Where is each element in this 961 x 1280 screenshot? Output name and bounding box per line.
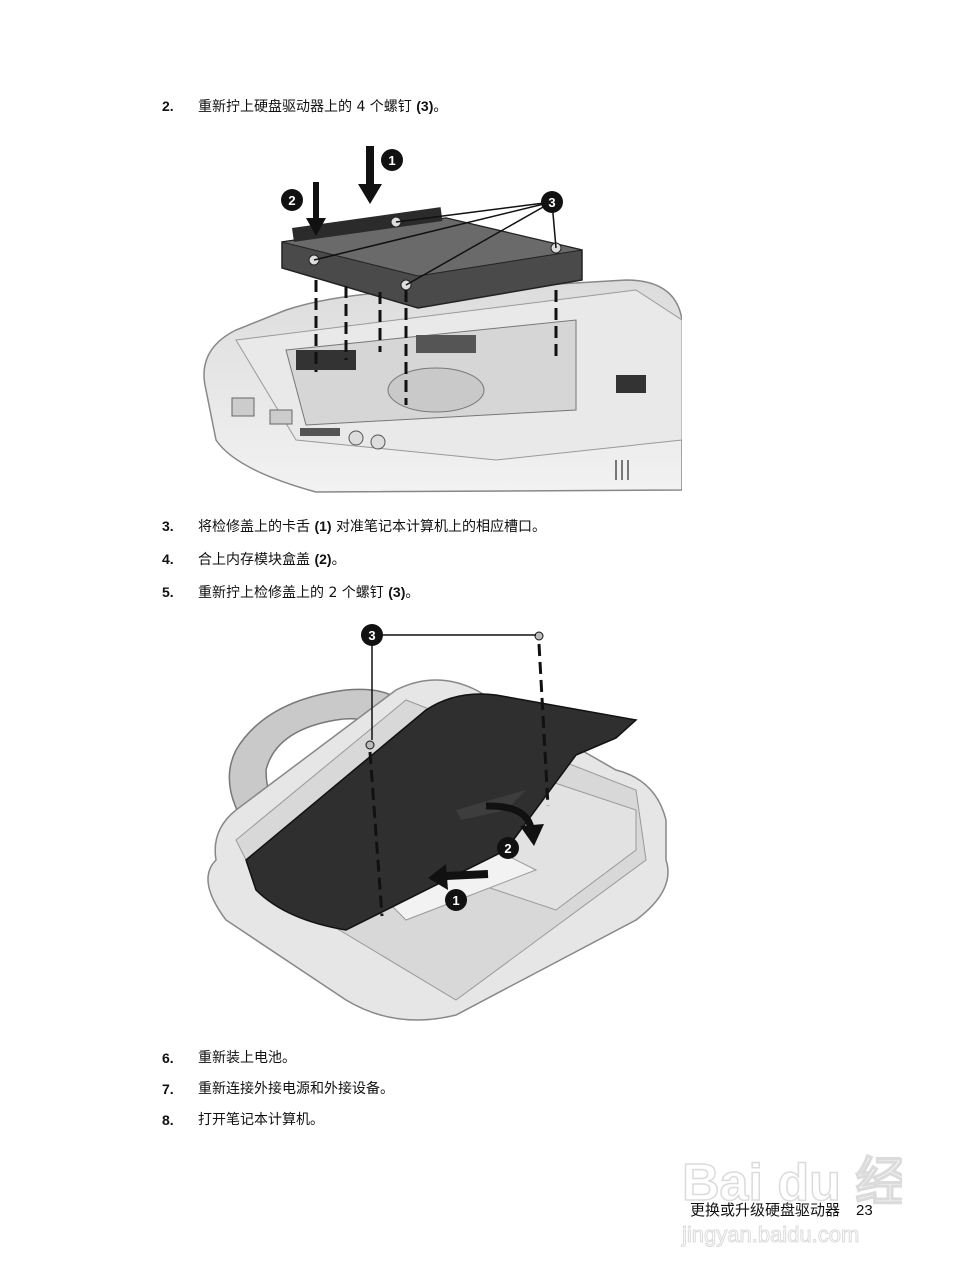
step-number: 7. bbox=[162, 1081, 174, 1097]
svg-text:2: 2 bbox=[288, 193, 295, 208]
step-text: 重新拧上检修盖上的 2 个螺钉 (3)。 bbox=[198, 584, 420, 601]
step-text: 重新拧上硬盘驱动器上的 4 个螺钉 (3)。 bbox=[198, 98, 448, 115]
step-text: 合上内存模块盒盖 (2)。 bbox=[198, 551, 346, 568]
step-number: 5. bbox=[162, 584, 174, 600]
step-number: 3. bbox=[162, 518, 174, 534]
step-number: 8. bbox=[162, 1112, 174, 1128]
callout-3: 3 bbox=[541, 191, 563, 213]
callout-2: 2 bbox=[281, 189, 303, 211]
svg-text:3: 3 bbox=[368, 628, 375, 643]
callout-3: 3 bbox=[361, 624, 383, 646]
svg-text:1: 1 bbox=[452, 893, 459, 908]
baidu-jingyan-watermark: Bai du 经验 jingyan.baidu.com bbox=[681, 1153, 903, 1247]
svg-text:jingyan.baidu.com: jingyan.baidu.com bbox=[681, 1222, 859, 1247]
section-title: 更换或升级硬盘驱动器 bbox=[690, 1201, 841, 1219]
step-number: 6. bbox=[162, 1050, 174, 1066]
page-footer: 更换或升级硬盘驱动器 23 bbox=[690, 1200, 873, 1221]
step-text: 打开笔记本计算机。 bbox=[198, 1112, 324, 1128]
svg-text:2: 2 bbox=[504, 841, 511, 856]
step-text: 重新连接外接电源和外接设备。 bbox=[198, 1081, 394, 1097]
hard-drive-install-illustration: 1 2 3 bbox=[203, 146, 682, 493]
callout-1: 1 bbox=[445, 889, 467, 911]
svg-text:3: 3 bbox=[548, 195, 555, 210]
callout-2: 2 bbox=[497, 837, 519, 859]
access-cover-illustration: 3 2 1 bbox=[207, 624, 669, 1021]
svg-text:1: 1 bbox=[388, 153, 395, 168]
step-number: 2. bbox=[162, 98, 174, 114]
callout-1: 1 bbox=[381, 149, 403, 171]
step-number: 4. bbox=[162, 551, 174, 567]
step-text: 重新装上电池。 bbox=[198, 1050, 296, 1066]
page-number: 23 bbox=[856, 1202, 873, 1219]
svg-text:Bai du 经验: Bai du 经验 bbox=[682, 1154, 902, 1212]
step-text: 将检修盖上的卡舌 (1) 对准笔记本计算机上的相应槽口。 bbox=[198, 518, 547, 535]
